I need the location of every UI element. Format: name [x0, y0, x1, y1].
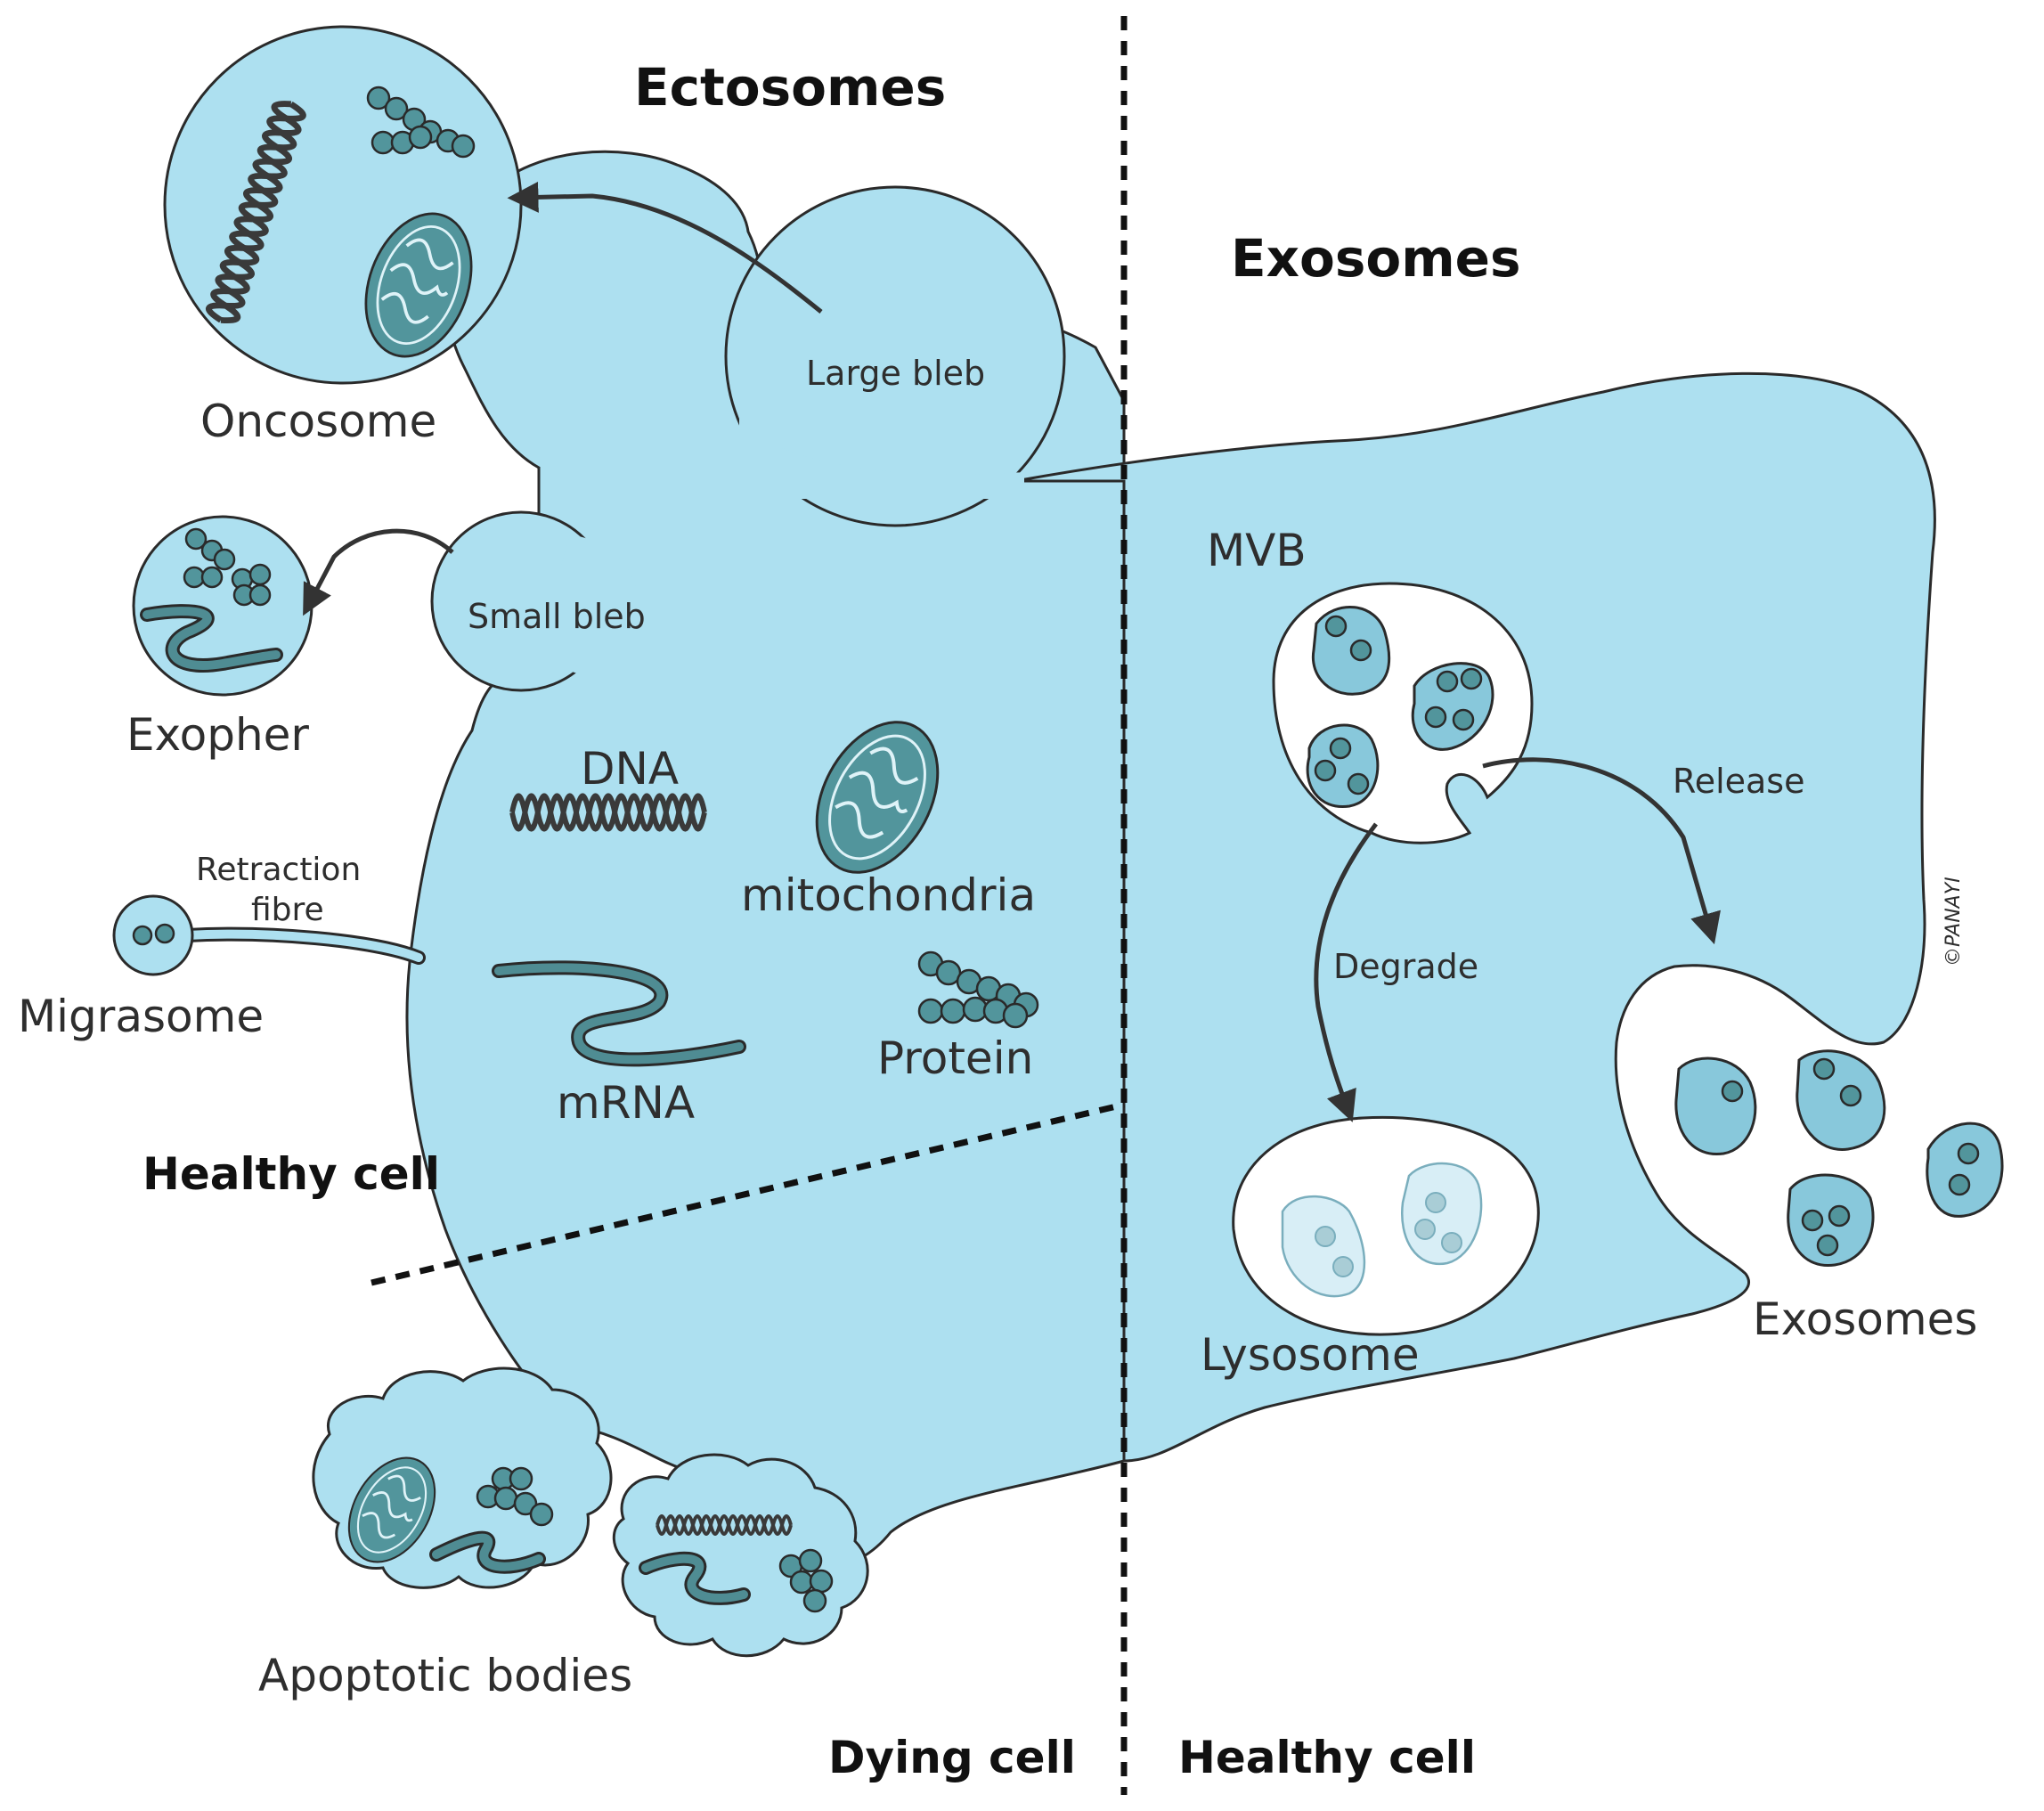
- lysosome: [1232, 1115, 1540, 1336]
- label-small-bleb: Small bleb: [468, 597, 646, 636]
- degrade-arrow: [1314, 822, 1378, 1122]
- heading-exosomes: Exosomes: [1231, 228, 1521, 289]
- oncosome: [163, 25, 523, 385]
- label-release: Release: [1673, 762, 1804, 801]
- mrna-strand: [492, 960, 746, 1067]
- apoptotic-body-right: [612, 1453, 869, 1658]
- label-dna: DNA: [581, 743, 679, 795]
- label-fibre: fibre: [251, 892, 324, 928]
- exopher: [132, 515, 314, 697]
- apoptotic-body-left: [312, 1366, 613, 1589]
- label-mvb: MVB: [1207, 525, 1307, 576]
- label-retraction: Retraction: [196, 852, 361, 888]
- label-exopher: Exopher: [126, 709, 309, 761]
- large-bleb: [724, 185, 1066, 527]
- released-exosomes: [1674, 1049, 2004, 1268]
- label-large-bleb: Large bleb: [806, 354, 985, 393]
- copyright-mark: ©PANAYI: [1942, 877, 1965, 967]
- small-bleb: [430, 510, 641, 692]
- protein-cluster: [917, 950, 1039, 1029]
- label-mitochondria: mitochondria: [741, 869, 1036, 921]
- large-bleb-to-oncosome-arrow: [507, 181, 823, 314]
- diagonal-divider: [371, 1101, 1125, 1286]
- migrasome: [112, 894, 426, 976]
- heading-dying-cell: Dying cell: [828, 1732, 1076, 1783]
- label-lysosome: Lysosome: [1201, 1329, 1420, 1381]
- heading-healthy-cell-right: Healthy cell: [1178, 1732, 1476, 1783]
- label-mrna: mRNA: [557, 1077, 695, 1129]
- label-exosomes: Exosomes: [1753, 1293, 1977, 1345]
- protein-chain: [366, 86, 476, 159]
- dividers: [371, 16, 1128, 1795]
- arrows: [303, 181, 1721, 1122]
- label-protein: Protein: [877, 1032, 1033, 1084]
- heading-healthy-cell-left: Healthy cell: [143, 1148, 440, 1200]
- label-oncosome: Oncosome: [200, 396, 436, 447]
- label-apoptotic-bodies: Apoptotic bodies: [258, 1650, 632, 1701]
- label-migrasome: Migrasome: [18, 991, 264, 1042]
- release-arrow: [1482, 757, 1721, 945]
- heading-ectosomes: Ectosomes: [634, 57, 946, 118]
- label-degrade: Degrade: [1333, 947, 1478, 986]
- mvb: [1272, 582, 1534, 844]
- small-bleb-to-exopher-arrow: [303, 528, 454, 616]
